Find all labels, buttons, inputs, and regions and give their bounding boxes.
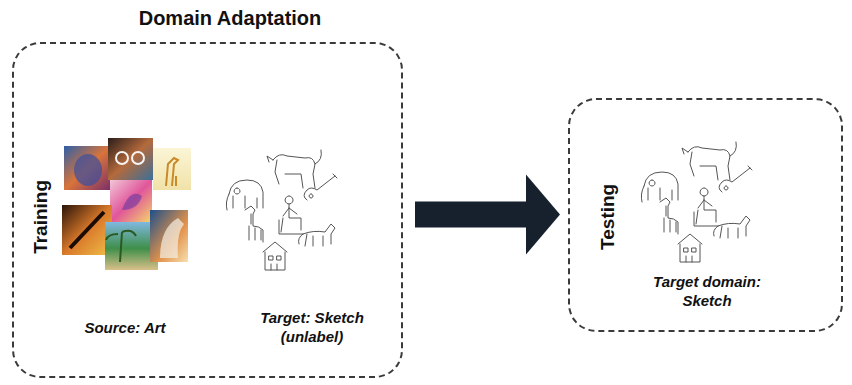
sketch-group <box>641 142 752 262</box>
art-collage <box>62 138 191 270</box>
block-arrow <box>415 175 560 255</box>
phase-label: Training <box>29 180 53 254</box>
arrow-head <box>526 175 560 255</box>
phase-label: Testing <box>596 184 620 250</box>
domain-caption: Target: Sketch (unlabel) <box>254 309 370 347</box>
training-box: TrainingSource: Art Target: Sketch (unlab… <box>12 42 403 378</box>
domain-caption: Target domain: Sketch <box>646 273 768 311</box>
sketch-group <box>226 150 337 270</box>
testing-box: TestingTarget domain: Sketch <box>568 98 843 332</box>
arrow-shaft <box>415 202 527 228</box>
diagram-title: Domain Adaptation <box>139 7 322 30</box>
domain-caption: Source: Art <box>55 319 195 338</box>
